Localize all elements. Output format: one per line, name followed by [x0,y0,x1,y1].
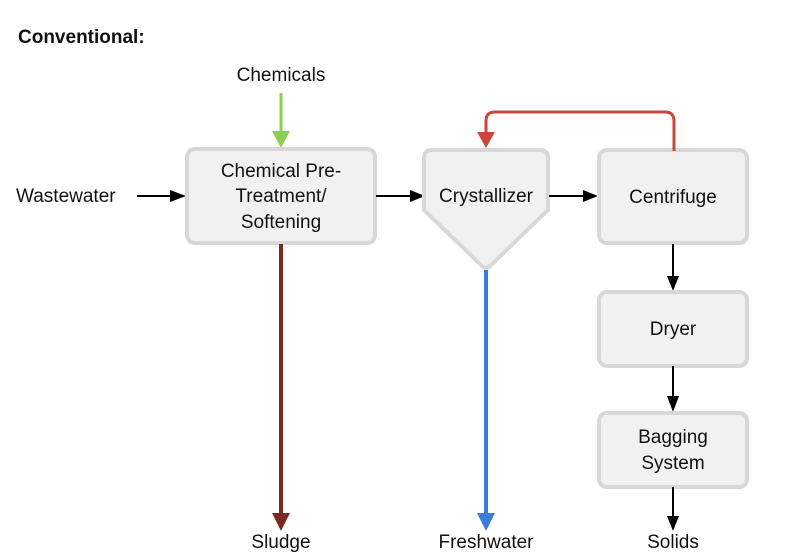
pretreatment-to-crystallizer-arrow [376,190,425,202]
bagging-to-solids-arrow [667,487,679,531]
dryer-unit[interactable]: Dryer [597,290,749,368]
centrifuge-to-dryer-arrow [667,244,679,291]
crystallizer-unit[interactable]: Crystallizer [422,148,550,270]
bagging-system-unit[interactable]: Bagging System [597,411,749,489]
wastewater-label: Wastewater [16,186,116,207]
pretreatment-line-2: Treatment/ [235,186,327,207]
freshwater-arrow [477,270,495,531]
centrifuge-unit[interactable]: Centrifuge [597,148,749,245]
recycle-arrow [477,110,676,151]
wastewater-arrow [137,190,186,202]
crystallizer-to-centrifuge-arrow [549,190,598,202]
pretreatment-line-1: Chemical Pre- [221,161,341,182]
bagging-line-1: Bagging [638,427,708,448]
sludge-label: Sludge [251,532,310,553]
chemicals-label: Chemicals [237,65,326,86]
sludge-arrow [272,244,290,531]
diagram-title: Conventional: [18,27,145,48]
chemicals-arrow [272,93,290,148]
centrifuge-label: Centrifuge [629,187,717,208]
freshwater-label: Freshwater [438,532,534,553]
crystallizer-label: Crystallizer [439,186,534,207]
dryer-label: Dryer [650,319,697,340]
pretreatment-unit[interactable]: Chemical Pre- Treatment/ Softening [185,147,377,245]
solids-label: Solids [647,532,699,553]
bagging-line-2: System [641,453,704,474]
pretreatment-line-3: Softening [241,212,321,233]
dryer-to-bagging-arrow [667,366,679,412]
